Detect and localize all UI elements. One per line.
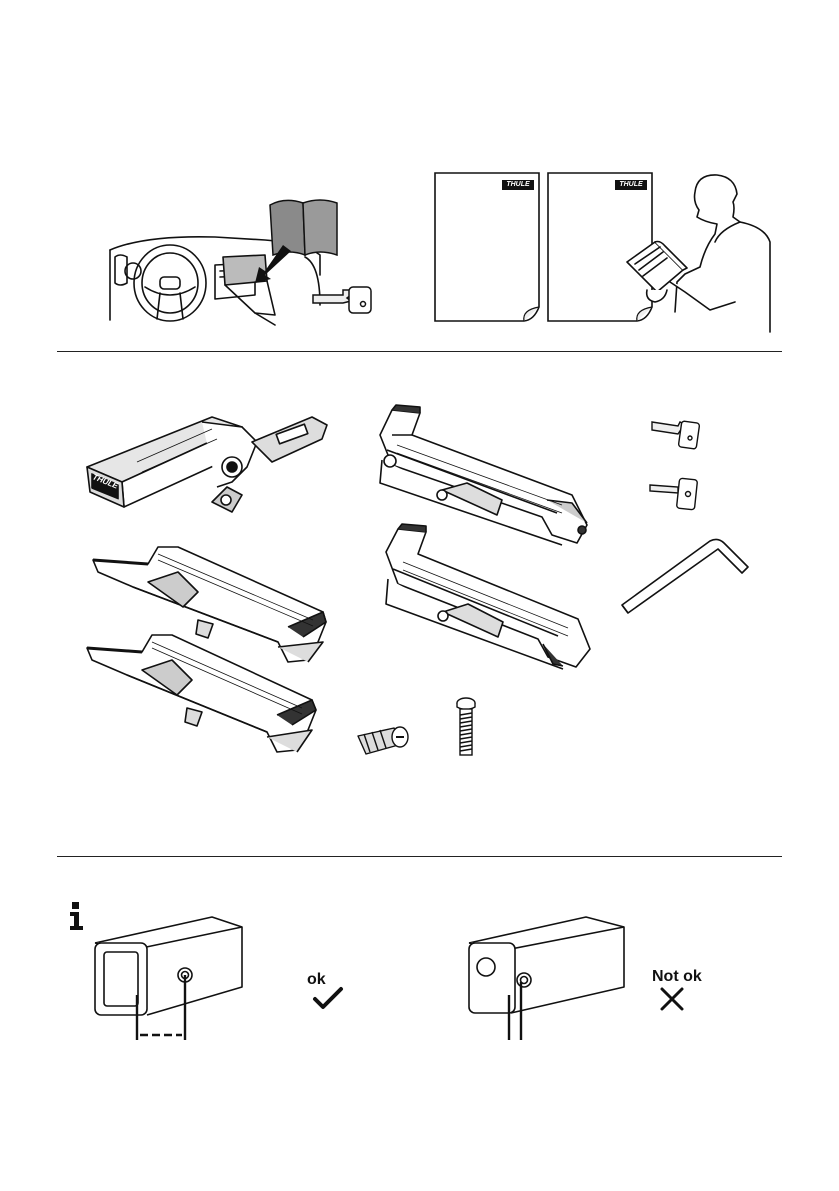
manual-brand-left: THULE <box>503 180 533 190</box>
cross-icon <box>660 987 684 1011</box>
lock-cylinder <box>356 724 411 759</box>
info-icon <box>68 902 84 930</box>
parts-section: THULE <box>0 352 839 857</box>
wheel-tray-lower-right <box>378 524 598 674</box>
not-ok-label: Not ok <box>652 968 702 986</box>
read-manual-section: THULE THULE <box>0 0 839 352</box>
allen-wrench <box>620 537 750 617</box>
key-2 <box>650 477 700 513</box>
key-1 <box>652 416 702 452</box>
main-lock-unit: THULE <box>82 407 332 522</box>
car-glovebox-illustration <box>105 195 375 335</box>
checkmark-icon <box>313 987 343 1011</box>
hitch-check-section: ok Not ok <box>0 857 839 1191</box>
person-reading-illustration <box>625 172 775 337</box>
instruction-manual-left: THULE <box>434 172 540 322</box>
wheel-tray-lower-left <box>82 630 327 762</box>
hitch-receiver-ok <box>92 915 252 1045</box>
hitch-receiver-not-ok <box>466 915 626 1045</box>
bolt <box>455 697 477 757</box>
